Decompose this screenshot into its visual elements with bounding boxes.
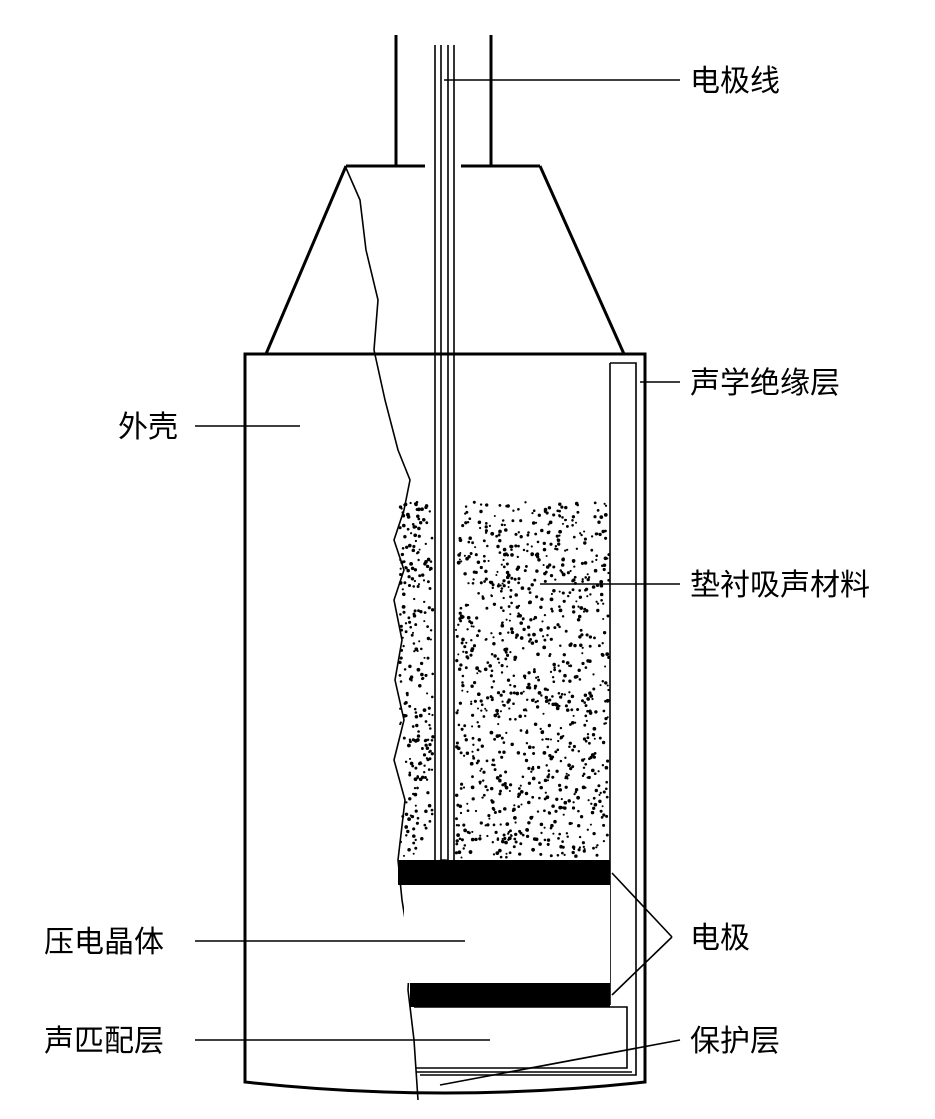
label-backing-material: 垫衬吸声材料 [690,568,870,603]
leader-lines [195,79,681,1086]
insulation-layer [420,362,637,1076]
conical-cap [264,164,626,355]
label-electrode-wire: 电极线 [690,64,780,99]
backing-stipple [398,500,611,859]
connector-tube [394,35,493,166]
lower-electrode [410,983,610,1007]
electrode-wire [433,45,455,873]
upper-electrode [398,860,610,885]
piezo-crystal [404,885,610,983]
label-acoustic-insulation: 声学绝缘层 [690,366,840,401]
label-electrode: 电极 [690,921,750,956]
label-matching-layer: 声匹配层 [44,1024,164,1059]
housing-outline [243,352,647,1095]
label-piezo-crystal: 压电晶体 [44,925,164,960]
matching-layer [414,1006,628,1069]
label-protective-layer: 保护层 [690,1024,780,1059]
backing-material [394,500,611,860]
label-housing: 外壳 [118,410,178,445]
